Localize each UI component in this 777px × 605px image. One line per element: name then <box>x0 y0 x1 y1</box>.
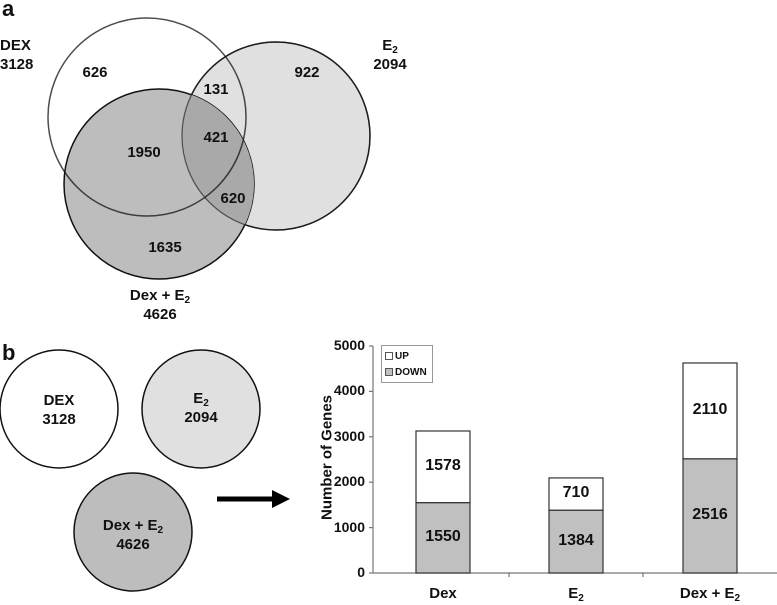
venn-dex-name: DEX <box>0 37 31 54</box>
b-dexe2-name: Dex + E2 <box>102 517 164 536</box>
venn-dex-label: DEX 3128 <box>0 36 33 74</box>
legend-down: DOWN <box>385 364 429 380</box>
b-e2-total: 2094 <box>184 409 218 426</box>
venn-dex-circle <box>47 17 247 217</box>
b-dex-circle <box>0 349 119 469</box>
panel-a-letter: a <box>2 0 15 21</box>
venn-region-dex-only: 626 <box>82 64 108 81</box>
y-tick-label: 3000 <box>333 427 365 444</box>
bar-value-up: 2110 <box>692 400 728 418</box>
x-tick-label: Dex + E2 <box>679 585 741 604</box>
y-tick-label: 1000 <box>333 518 365 535</box>
b-e2-name: E2 <box>193 390 209 409</box>
bar-up <box>415 430 471 504</box>
venn-e2-label: E2 2094 <box>370 36 410 74</box>
venn-e2-name: E2 <box>382 37 398 56</box>
b-dexe2-total: 4626 <box>116 536 150 553</box>
legend-down-swatch <box>385 368 393 376</box>
y-tick-label: 4000 <box>333 382 365 399</box>
venn-region-e2-dexe2: 620 <box>220 190 246 207</box>
bar-up <box>548 477 604 511</box>
bar-up <box>682 362 738 460</box>
y-axis-label: Number of Genes <box>318 394 336 521</box>
bar-value-up: 1578 <box>425 456 461 474</box>
legend-up-label: UP <box>395 350 409 362</box>
venn-dexe2-total: 4626 <box>143 306 177 323</box>
chart-legend: UP DOWN <box>381 345 433 383</box>
bar-down <box>415 502 471 574</box>
bar-down <box>548 509 604 574</box>
venn-region-dex-dexe2: 1950 <box>127 144 161 161</box>
venn-dex-total: 3128 <box>0 56 34 73</box>
y-tick-label: 5000 <box>333 337 365 353</box>
bar-down <box>682 458 738 574</box>
venn-dexe2-label: Dex + E2 4626 <box>120 286 200 324</box>
b-e2-label: E2 2094 <box>171 389 231 427</box>
arrow-head-icon <box>272 490 290 508</box>
b-dex-total: 3128 <box>42 411 76 428</box>
legend-up: UP <box>385 348 429 364</box>
bar-value-down: 1550 <box>425 527 461 545</box>
venn-region-dexe2-only: 1635 <box>148 239 182 256</box>
venn-dexe2-name: Dex + E2 <box>129 287 191 306</box>
venn-region-e2-only: 922 <box>294 64 320 81</box>
bar-value-down: 2516 <box>692 505 728 523</box>
legend-down-label: DOWN <box>395 366 427 378</box>
b-dexe2-circle <box>73 472 193 592</box>
x-tick-label: Dex <box>429 585 457 602</box>
bar-value-up: 710 <box>562 484 590 502</box>
x-tick-label: E2 <box>568 585 584 604</box>
b-e2-circle <box>141 349 261 469</box>
y-tick-label: 0 <box>357 564 365 580</box>
venn-region-all: 421 <box>203 129 229 146</box>
panel-b-letter: b <box>2 340 16 365</box>
y-tick-label: 2000 <box>333 473 365 490</box>
b-dexe2-label: Dex + E2 4626 <box>93 516 173 554</box>
legend-up-swatch <box>385 352 393 360</box>
b-dex-name: DEX <box>43 392 75 409</box>
bar-value-down: 1384 <box>558 531 594 549</box>
b-dex-label: DEX 3128 <box>29 391 89 429</box>
bar-chart <box>369 345 777 577</box>
venn-e2-total: 2094 <box>373 56 407 73</box>
venn-e2-dexe2-overlap <box>182 89 254 230</box>
venn-region-dex-e2: 131 <box>203 81 229 98</box>
